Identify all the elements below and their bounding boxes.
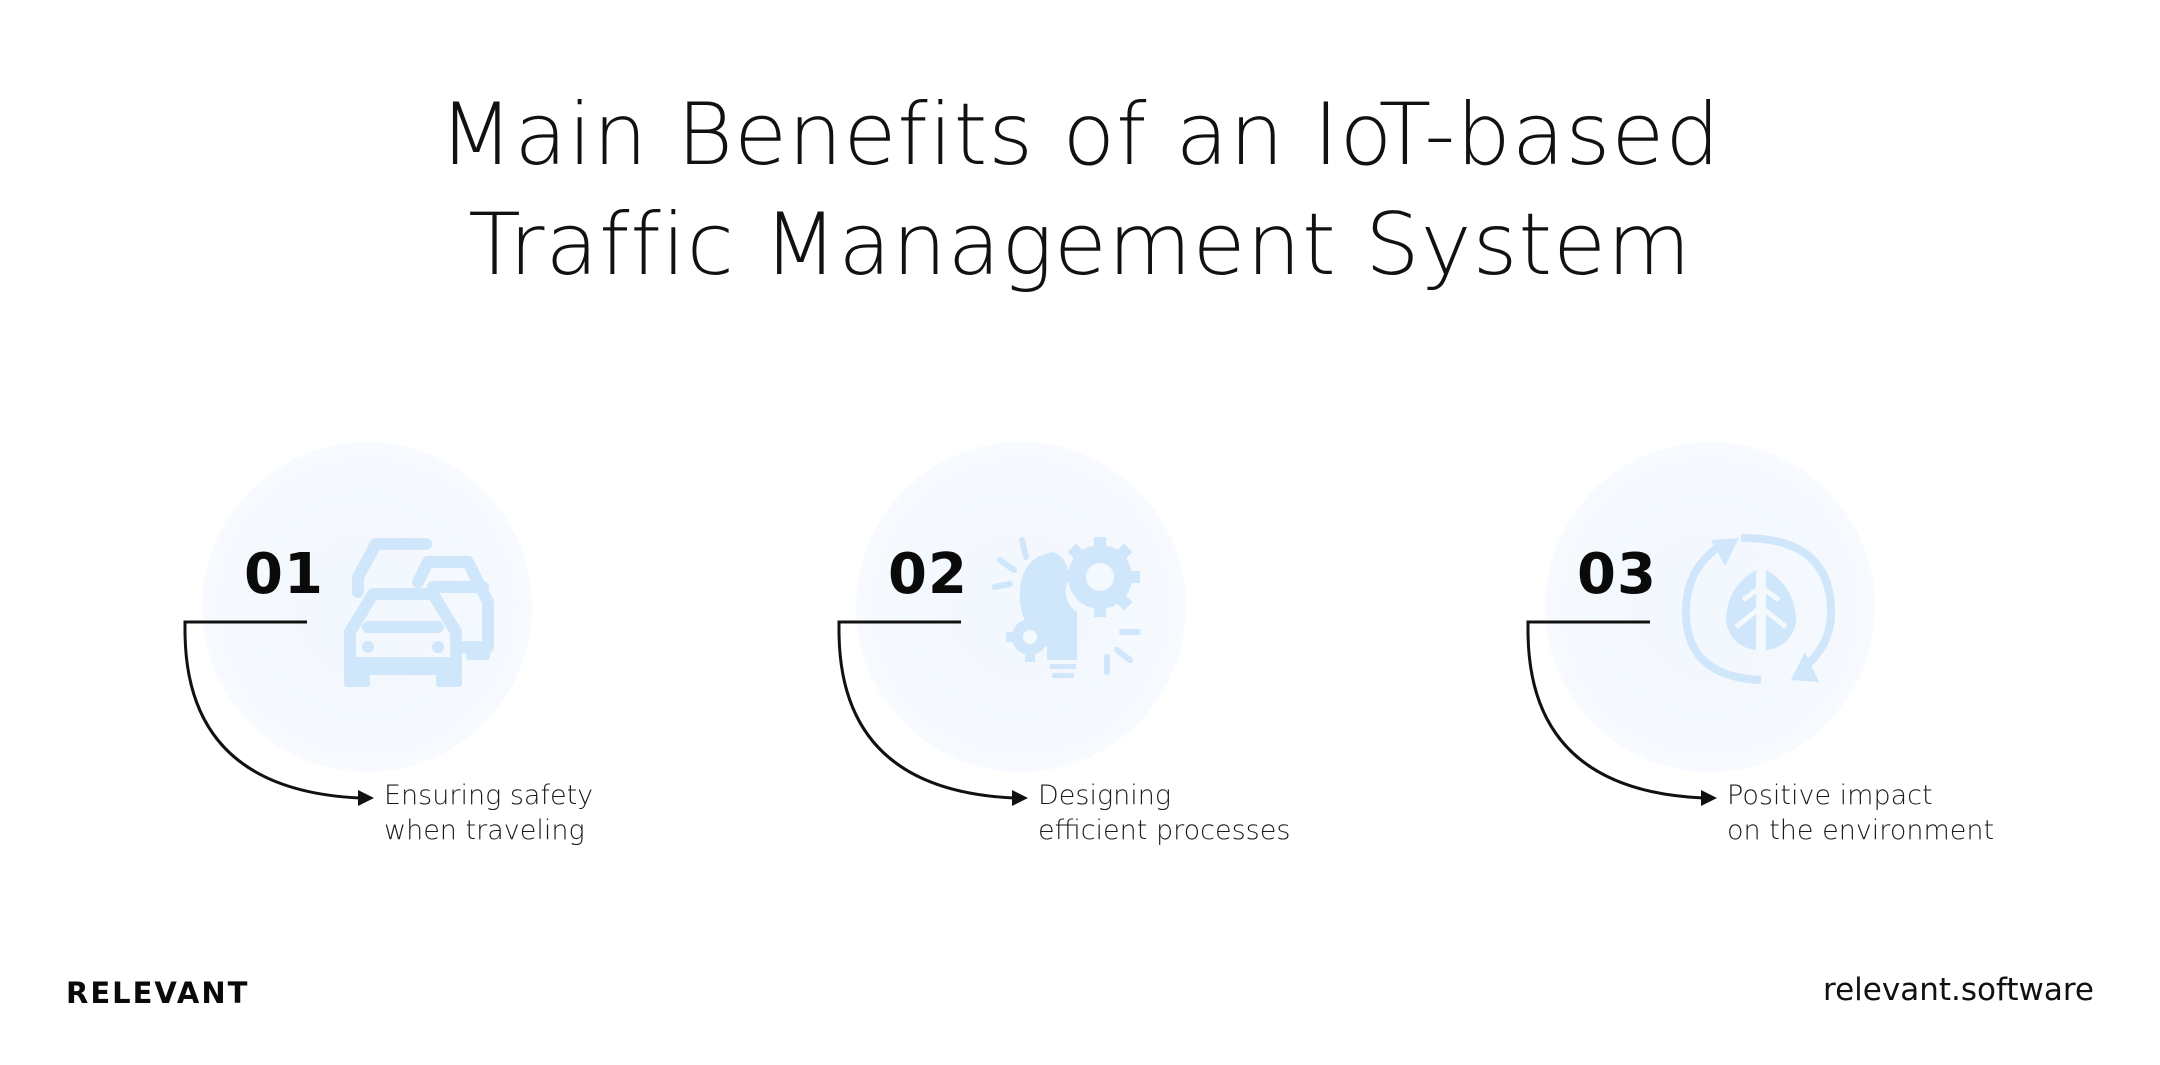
page-title: Main Benefits of an IoT-based Traffic Ma…: [0, 80, 2160, 300]
title-line-2: Traffic Management System: [468, 195, 1692, 295]
eco-leaf-cycle-icon: [1681, 533, 1836, 684]
curved-arrow-connector: [183, 620, 374, 806]
caption-line-1: Ensuring safety: [384, 780, 594, 811]
cars-traffic-icon: [344, 538, 494, 687]
title-line-1: Main Benefits of an IoT-based: [439, 85, 1721, 185]
benefit-caption: Ensuring safety when traveling: [384, 778, 593, 848]
background-circle: [1545, 442, 1875, 772]
caption-line-2: on the environment: [1727, 815, 1995, 846]
benefit-card-1: 01 Ensuring safety when traveling: [180, 440, 780, 860]
caption-line-2: when traveling: [384, 815, 585, 846]
caption-line-1: Positive impact: [1727, 780, 1933, 811]
caption-line-2: efficient processes: [1038, 815, 1291, 846]
benefit-card-3: 03 Positive impact on the environment: [1523, 440, 2123, 860]
curved-arrow-connector: [837, 620, 1028, 806]
benefit-card-2: 02 Designing: [834, 440, 1434, 860]
benefit-caption: Positive impact on the environment: [1727, 778, 1994, 848]
caption-line-1: Designing: [1038, 780, 1172, 811]
lightbulb-gears-icon: [992, 537, 1141, 678]
website-link[interactable]: relevant.software: [1823, 972, 2094, 1008]
benefit-number: 01: [244, 542, 324, 607]
benefit-number: 03: [1577, 542, 1657, 607]
benefit-number: 02: [888, 542, 968, 607]
curved-arrow-connector: [1526, 620, 1717, 806]
brand-logo: RELEVANT: [66, 976, 250, 1010]
benefit-caption: Designing efficient processes: [1038, 778, 1290, 848]
